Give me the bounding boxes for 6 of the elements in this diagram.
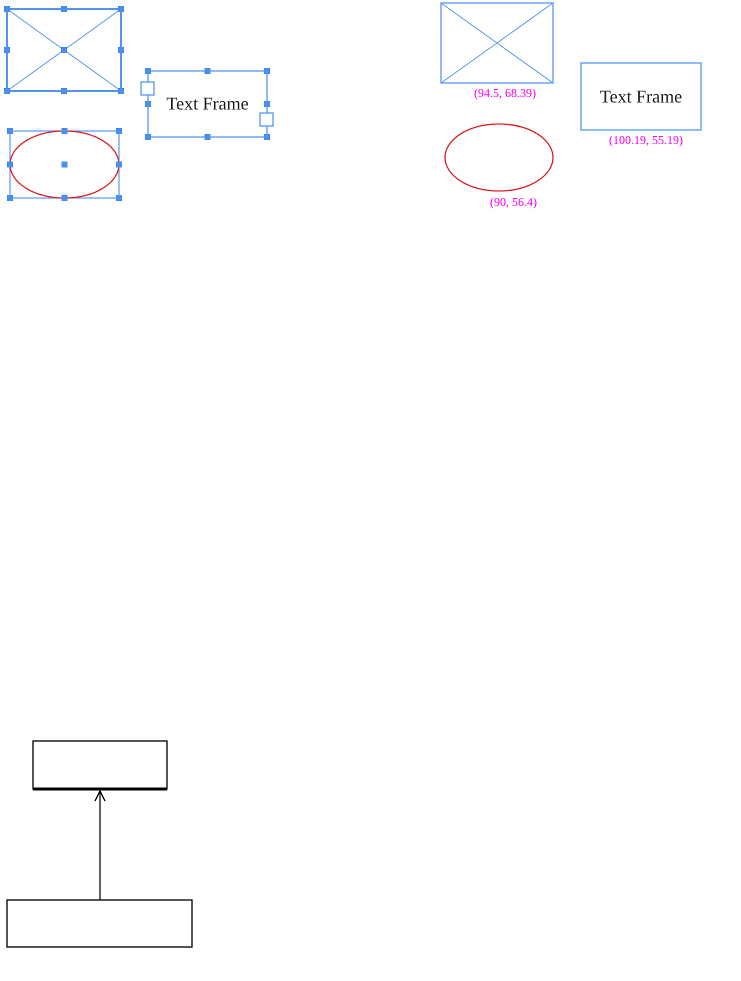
coordinate-label: (100.19, 55.19) — [609, 133, 683, 148]
arrow — [94, 790, 106, 900]
frame-text: Text Frame — [600, 86, 682, 107]
coordinate-label: (90, 56.4) — [490, 195, 537, 210]
coordinate-label: (94.5, 68.39) — [474, 86, 536, 101]
frame-text: Text Frame — [166, 94, 249, 114]
